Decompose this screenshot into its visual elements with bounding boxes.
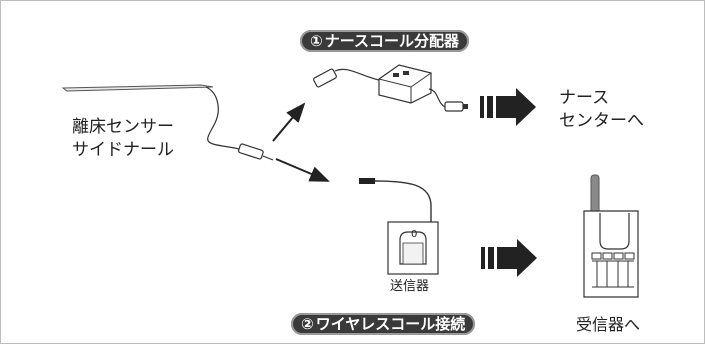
arrow-right-icon	[481, 239, 537, 277]
distributor-box-icon	[378, 64, 432, 104]
distributor-input-cable	[334, 68, 384, 82]
arrow-to-transmitter-icon	[275, 158, 330, 182]
sensor-label-line1: 離床センサー	[72, 117, 174, 137]
sensor-label-line2: サイドナール	[72, 140, 174, 160]
transmitter-mark: 0	[411, 229, 418, 240]
arrow-right-icon	[480, 88, 536, 126]
receiver-label: 受信器へ	[576, 315, 641, 334]
splitter-plug-icon	[237, 143, 274, 161]
wireless-title: ワイヤレスコール接続	[315, 315, 466, 333]
sensor-cable	[205, 86, 246, 152]
arrow-to-distributor-icon	[272, 102, 306, 142]
sensor-label: 離床センサー サイドナール	[72, 116, 174, 162]
distributor-number: ①	[310, 32, 323, 50]
distributor-title: ナースコール分配器	[324, 32, 459, 50]
distributor-output-cable	[428, 88, 446, 108]
receiver-device-icon	[583, 174, 639, 298]
wireless-number: ②	[301, 315, 314, 333]
nurse-center-line1: ナース	[559, 88, 610, 108]
transmitter-device-icon	[387, 221, 439, 275]
sensor-mat-icon	[61, 84, 214, 92]
transmitter-cable	[374, 180, 432, 224]
nurse-center-label: ナース センターへ	[559, 87, 644, 133]
distributor-input-plug-icon	[313, 68, 337, 88]
nurse-center-line2: センターへ	[559, 111, 644, 131]
transmitter-cable-plug-icon	[359, 178, 375, 184]
transmitter-label: 送信器	[390, 279, 430, 294]
distributor-output-plug-icon	[444, 101, 468, 112]
